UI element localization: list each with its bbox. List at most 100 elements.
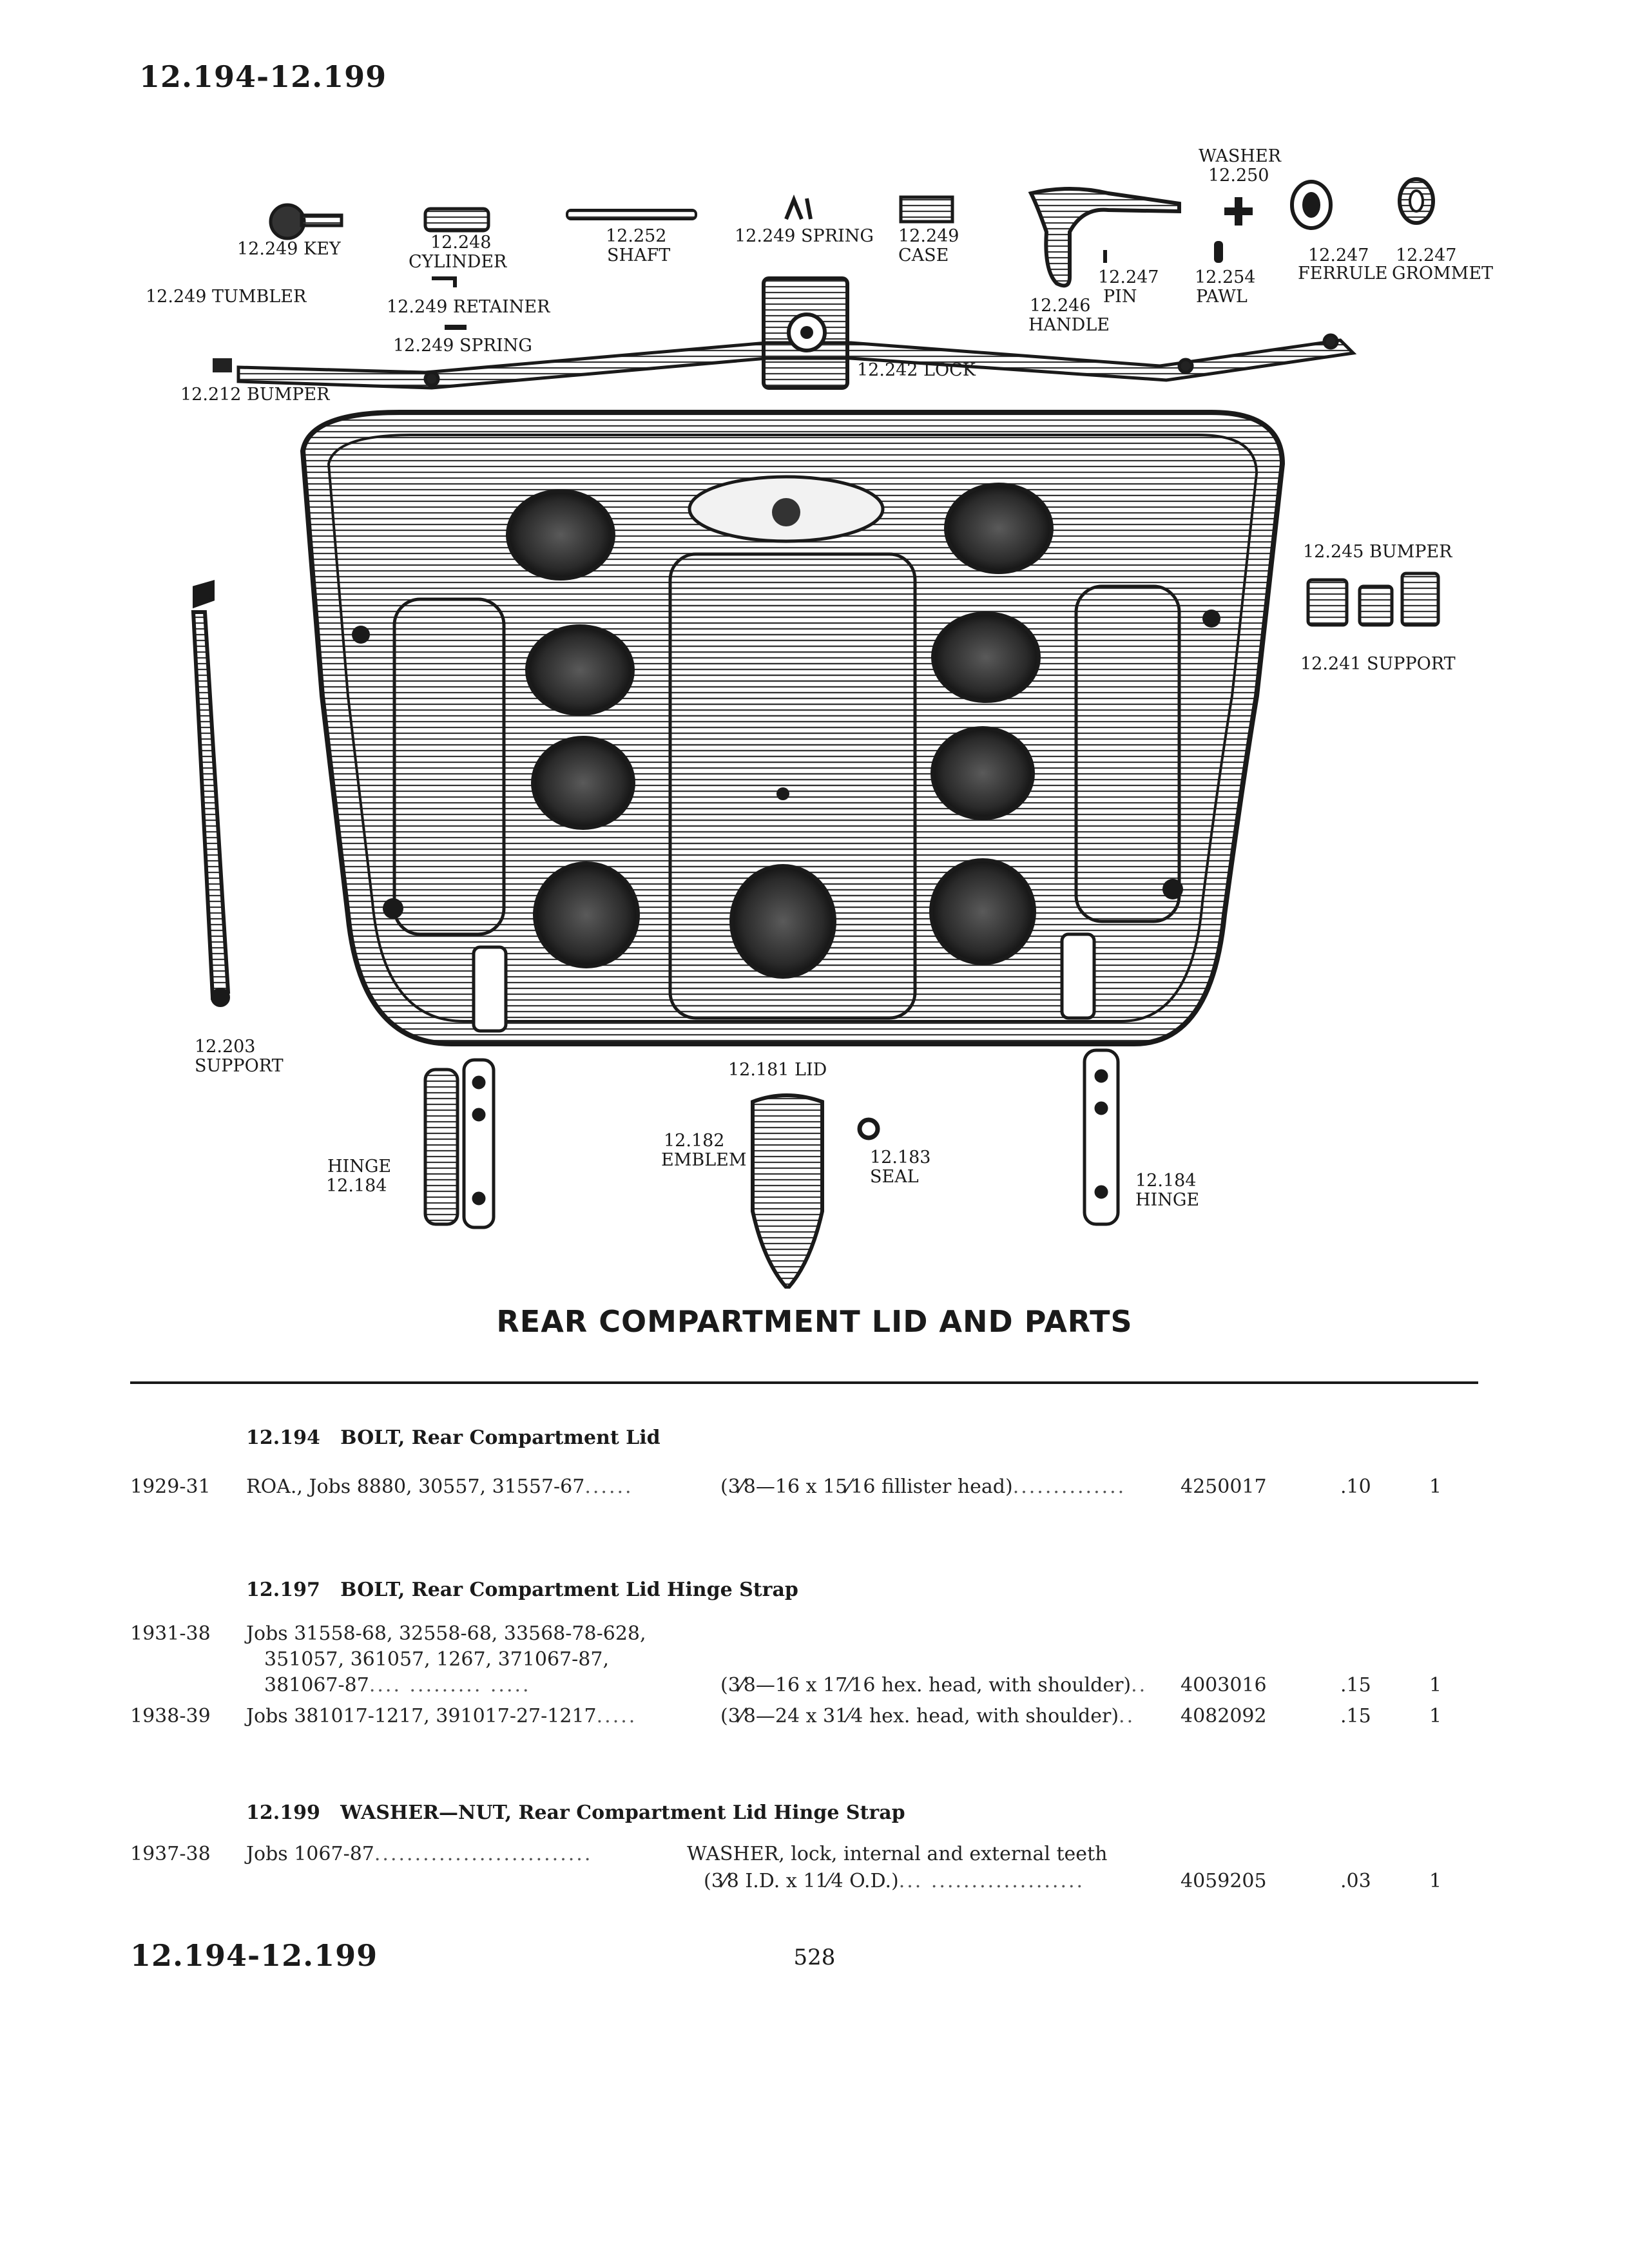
label-pawl-num: 12.254 [1195, 267, 1256, 287]
page-range-footer: 12.194-12.199 [130, 1938, 378, 1973]
row-desc: ROA., Jobs 8880, 30557, 31557-67...... [246, 1475, 633, 1498]
grommet-part [1398, 177, 1435, 225]
row-desc: Jobs 381017-1217, 391017-27-1217..... [246, 1705, 637, 1727]
row-spec-line: WASHER, lock, internal and external teet… [687, 1843, 1108, 1865]
label-handle: HANDLE [1028, 315, 1110, 335]
row-spec: (3⁄8—16 x 17⁄16 hex. head, with shoulder… [720, 1674, 1148, 1696]
section-number: 12.194 [246, 1427, 320, 1449]
lock-housing [762, 276, 849, 390]
label-bumper-left: 12.212 BUMPER [180, 385, 330, 405]
label-retainer: 12.249 RETAINER [387, 297, 550, 317]
retainer-part [432, 276, 457, 287]
row-desc-line: 351057, 361057, 1267, 371067-87, [264, 1648, 609, 1671]
section-heading-12-194: 12.194 BOLT, Rear Compartment Lid [246, 1427, 660, 1449]
label-tumbler: 12.249 TUMBLER [146, 287, 307, 307]
row-desc-line: 381067-87.... ......... ..... [264, 1674, 531, 1696]
page-range-header: 12.194-12.199 [139, 59, 387, 94]
shaft-part [566, 209, 697, 220]
label-grommet: GROMMET [1392, 264, 1494, 284]
label-seal-num: 12.183 [870, 1148, 931, 1168]
label-lid: 12.181 LID [728, 1060, 827, 1080]
label-hinge-right-num: 12.184 [1135, 1171, 1197, 1191]
lid-panel [300, 410, 1286, 1046]
section-title: BOLT, Rear Compartment Lid [340, 1427, 660, 1449]
label-shaft-num: 12.252 [606, 226, 667, 246]
section-number: 12.197 [246, 1579, 320, 1601]
section-heading-12-199: 12.199 WASHER—NUT, Rear Compartment Lid … [246, 1802, 905, 1824]
label-support-right: 12.241 SUPPORT [1300, 654, 1456, 674]
row-years: 1937-38 [130, 1843, 211, 1865]
label-cylinder: CYLINDER [409, 252, 507, 272]
row-spec: (3⁄8—16 x 15⁄16 fillister head).........… [720, 1475, 1126, 1498]
row-price: .03 [1340, 1870, 1371, 1892]
row-years: 1931-38 [130, 1622, 211, 1645]
label-ferrule: FERRULE [1298, 264, 1388, 284]
left-hinge [423, 1058, 496, 1229]
washer-part [1224, 197, 1253, 226]
label-spring-top: 12.249 SPRING [735, 226, 874, 246]
page-number: 528 [793, 1945, 836, 1970]
label-hinge-left-num: 12.184 [326, 1176, 387, 1196]
label-hinge-left: HINGE [327, 1157, 392, 1177]
seal-part [857, 1117, 880, 1140]
label-support-left: SUPPORT [195, 1056, 284, 1076]
row-part-number: 4082092 [1181, 1705, 1267, 1727]
section-number: 12.199 [246, 1802, 320, 1824]
figure-title: REAR COMPARTMENT LID AND PARTS [496, 1304, 1133, 1339]
row-years: 1929-31 [130, 1475, 211, 1498]
label-ferrule-num: 12.247 [1308, 245, 1369, 265]
right-bumper-support [1306, 572, 1440, 627]
section-title: BOLT, Rear Compartment Lid Hinge Strap [340, 1579, 798, 1601]
label-seal: SEAL [870, 1167, 919, 1187]
left-support-rod [191, 580, 231, 1007]
label-hinge-right: HINGE [1135, 1190, 1200, 1210]
row-price: .15 [1340, 1674, 1371, 1696]
label-bumper-right: 12.245 BUMPER [1303, 542, 1452, 562]
parts-diagram [191, 177, 1440, 1289]
label-handle-num: 12.246 [1030, 296, 1091, 316]
label-spring-lower: 12.249 SPRING [393, 336, 532, 356]
right-hinge [1083, 1048, 1120, 1226]
label-case-num: 12.249 [898, 226, 959, 246]
row-spec: (3⁄8—24 x 31⁄4 hex. head, with shoulder)… [720, 1705, 1135, 1727]
label-washer-num: 12.250 [1208, 166, 1269, 186]
row-qty: 1 [1429, 1475, 1442, 1498]
label-support-left-num: 12.203 [195, 1037, 256, 1057]
handle-part [1028, 187, 1181, 288]
label-emblem-num: 12.182 [664, 1131, 725, 1151]
cylinder-part [423, 207, 490, 233]
label-pawl: PAWL [1196, 287, 1248, 307]
row-part-number: 4003016 [1181, 1674, 1267, 1696]
label-washer: WASHER [1199, 146, 1281, 166]
label-pin: PIN [1103, 287, 1137, 307]
label-cylinder-num: 12.248 [430, 233, 492, 253]
ferrule-part [1290, 180, 1333, 230]
row-qty: 1 [1429, 1705, 1442, 1727]
key-part [269, 203, 343, 240]
row-spec-line: (3⁄8 I.D. x 11⁄4 O.D.)... ..............… [704, 1870, 1085, 1892]
label-grommet-num: 12.247 [1396, 245, 1457, 265]
case-part [899, 195, 954, 224]
row-desc: Jobs 1067-87........................... [246, 1843, 593, 1865]
row-price: .15 [1340, 1705, 1371, 1727]
label-key: 12.249 KEY [237, 239, 341, 259]
divider-rule [130, 1381, 1478, 1384]
label-pin-num: 12.247 [1098, 267, 1159, 287]
bumper-left-part [213, 358, 232, 372]
row-part-number: 4059205 [1181, 1870, 1267, 1892]
emblem-part [751, 1093, 824, 1289]
row-qty: 1 [1429, 1674, 1442, 1696]
row-part-number: 4250017 [1181, 1475, 1267, 1498]
spring-lower-part [445, 325, 467, 330]
label-emblem: EMBLEM [661, 1150, 747, 1170]
row-price: .10 [1340, 1475, 1371, 1498]
label-lock: 12.242 LOCK [857, 360, 976, 380]
label-case: CASE [898, 245, 949, 265]
row-qty: 1 [1429, 1870, 1442, 1892]
section-heading-12-197: 12.197 BOLT, Rear Compartment Lid Hinge … [246, 1579, 798, 1601]
row-years: 1938-39 [130, 1705, 211, 1727]
spring-top-part [784, 194, 813, 220]
row-desc-line: Jobs 31558-68, 32558-68, 33568-78-628, [246, 1622, 646, 1645]
pawl-part [1214, 241, 1223, 263]
section-title: WASHER—NUT, Rear Compartment Lid Hinge S… [340, 1802, 905, 1824]
